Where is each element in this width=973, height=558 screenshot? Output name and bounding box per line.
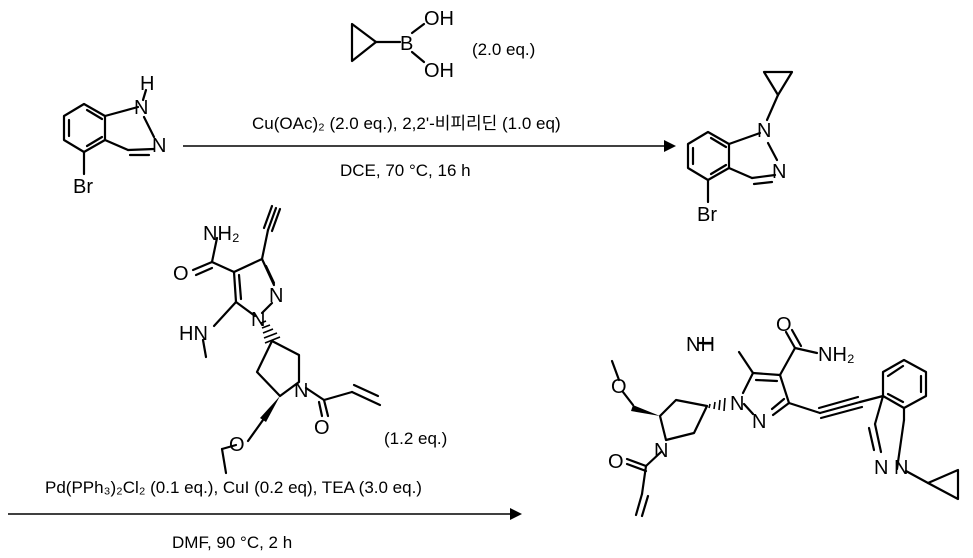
step2-arrow <box>8 508 522 520</box>
step1-conditions-line1: Cu(OAc)₂ (2.0 eq.), 2,2'-비피리딘 (1.0 eq) <box>252 114 561 133</box>
pyrazole-n-label-b: N <box>752 411 766 433</box>
oh-label-top: OH <box>424 8 454 30</box>
bromine-label: Br <box>73 176 93 198</box>
reagent1-equiv: (2.0 eq.) <box>472 40 535 59</box>
step1-arrow <box>183 140 676 152</box>
final-product: NH O NH₂ O N O N N N N <box>608 314 958 516</box>
indazole-n-label-b: N <box>894 457 908 479</box>
alkyne-pyrazole-reagent: NH₂ O N N HN N O O (1.2 eq.) <box>173 206 447 473</box>
bromoindazole-starting-material: H N N Br <box>64 73 166 198</box>
n1-label: N <box>757 120 771 142</box>
amide-nh2-label: NH₂ <box>818 344 855 366</box>
indazole-n-label-a: N <box>874 457 888 479</box>
pyrazole-n-label-a: N <box>269 285 283 307</box>
ether-oxygen-label: O <box>611 376 627 398</box>
pyrazole-n-label-b: N <box>251 309 265 331</box>
n1-label: N <box>134 97 148 119</box>
amide-nh2-label: NH₂ <box>203 223 240 245</box>
oh-label-bottom: OH <box>424 60 454 82</box>
cyclopropyl-indazole-product: N N Br <box>688 72 792 226</box>
acryl-oxygen-label: O <box>314 417 330 439</box>
n2-label: N <box>772 161 786 183</box>
nh-label: NH <box>686 334 715 356</box>
step1-conditions-line2: DCE, 70 °C, 16 h <box>340 161 471 180</box>
pyrrolidine-n-label: N <box>654 440 668 462</box>
pyrazole-n-label-a: N <box>730 393 744 415</box>
acryl-oxygen-label: O <box>608 451 624 473</box>
ether-oxygen-label: O <box>229 434 245 456</box>
cyclopropylboronic-acid: B OH OH (2.0 eq.) <box>352 8 535 82</box>
step2-conditions-line1: Pd(PPh₃)₂Cl₂ (0.1 eq.), CuI (0.2 eq), TE… <box>45 478 422 497</box>
amide-oxygen-label: O <box>776 314 792 336</box>
n2-label: N <box>152 135 166 157</box>
bromine-label: Br <box>697 204 717 226</box>
reagent2-equiv: (1.2 eq.) <box>384 429 447 448</box>
boron-label: B <box>400 33 413 55</box>
amide-oxygen-label: O <box>173 263 189 285</box>
nh-hydrogen-label: H <box>140 73 154 95</box>
methylamino-label: HN <box>179 323 208 345</box>
step2-conditions-line2: DMF, 90 °C, 2 h <box>172 533 292 552</box>
pyrrolidine-n-label: N <box>294 380 308 402</box>
